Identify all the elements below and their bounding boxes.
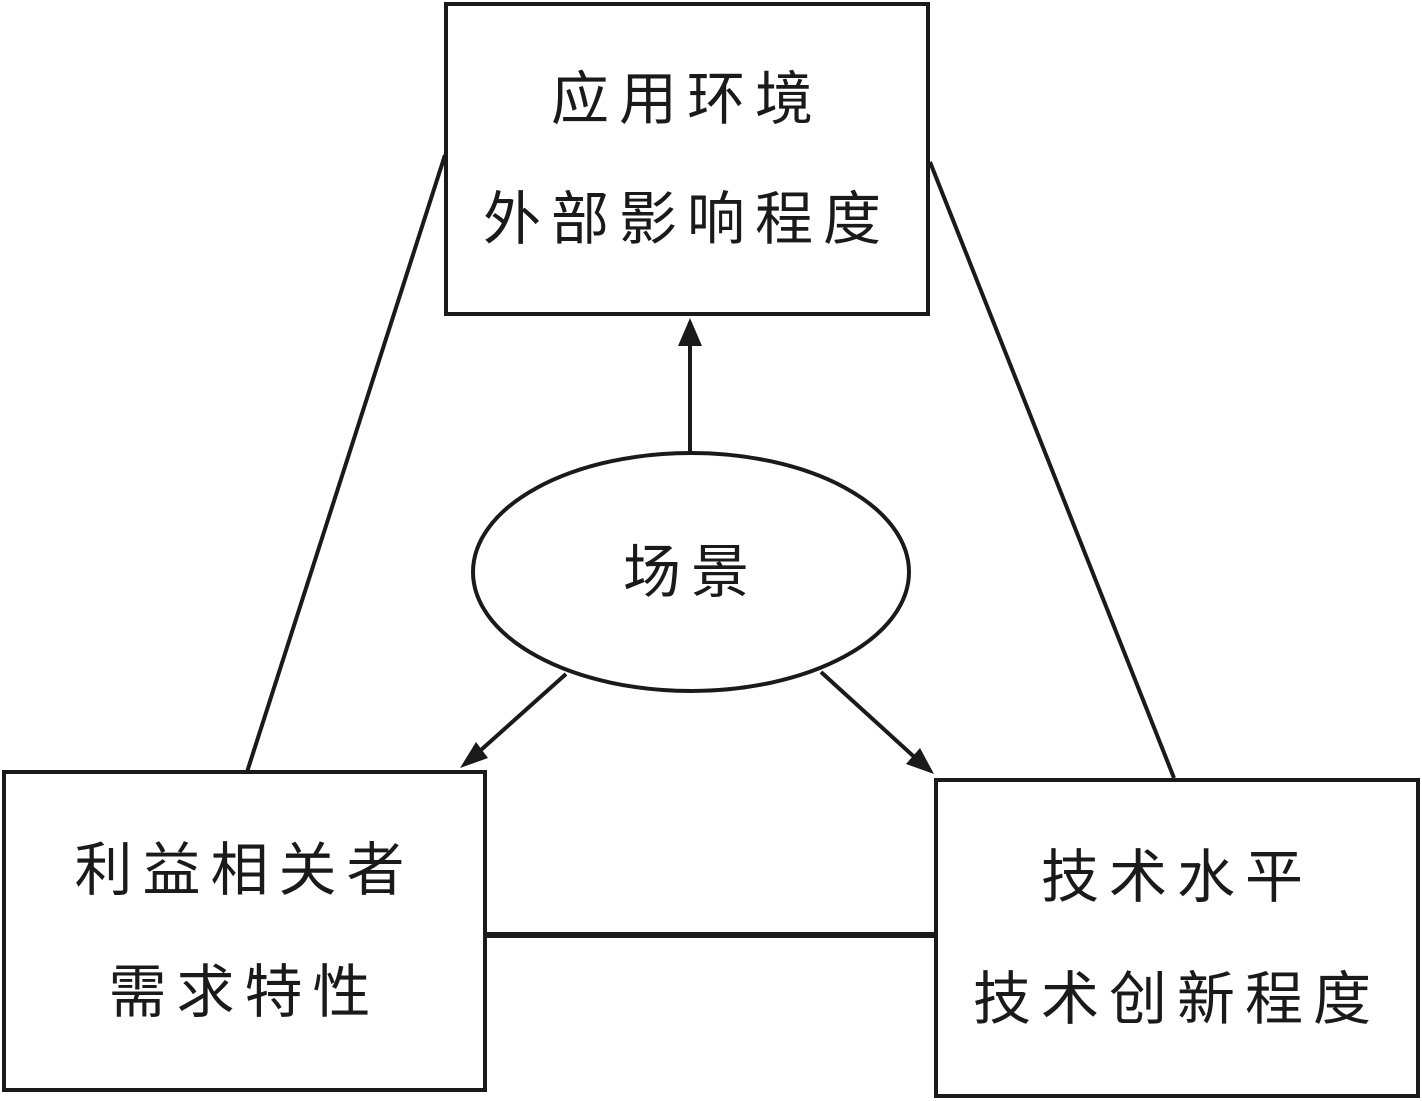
arrow-to-stakeholders: [470, 672, 568, 760]
scene-ellipse: [471, 451, 911, 693]
edge-top-right: [928, 161, 1176, 779]
arrowhead-up: [678, 318, 702, 346]
environment-subtitle: 外部影响程度: [482, 185, 891, 253]
environment-title: 应用环境: [550, 65, 823, 133]
scene-label: 场景: [622, 538, 759, 606]
arrowhead-right: [906, 748, 934, 774]
stakeholders-title: 利益相关者: [74, 836, 415, 904]
stakeholders-box: 利益相关者 需求特性: [2, 770, 487, 1092]
edge-top-left: [245, 154, 447, 773]
stakeholders-subtitle: 需求特性: [108, 958, 381, 1026]
technology-title: 技术水平: [1040, 843, 1313, 911]
technology-box: 技术水平 技术创新程度: [934, 778, 1420, 1098]
arrow-to-technology: [819, 670, 924, 766]
technology-subtitle: 技术创新程度: [972, 965, 1381, 1033]
environment-box: 应用环境 外部影响程度: [444, 2, 930, 316]
arrowhead-left: [460, 742, 488, 768]
